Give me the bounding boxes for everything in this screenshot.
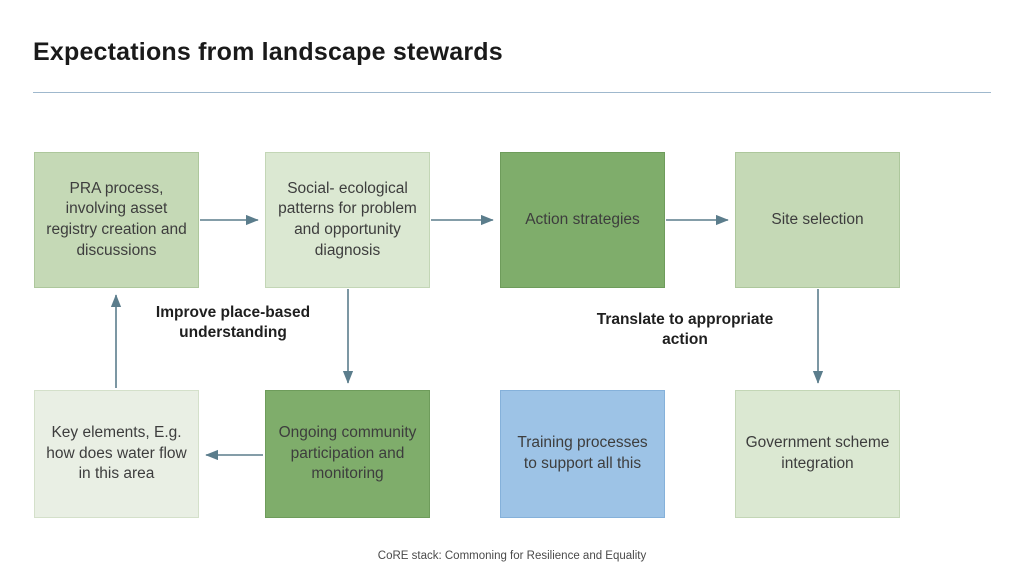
node-ongoing-community-participation-label: Ongoing community participation and moni… [278,424,417,483]
node-site-selection-label: Site selection [771,210,864,228]
node-key-elements: Key elements, E.g. how does water flow i… [34,390,199,518]
title-divider [33,92,991,93]
node-site-selection: Site selection [735,152,900,288]
label-improve-place-based-understanding: Improve place-based understanding [155,304,311,342]
label-translate-to-appropriate-action: Translate to appropriate action [596,311,774,349]
node-pra-process: PRA process, involving asset registry cr… [34,152,199,288]
node-action-strategies: Action strategies [500,152,665,288]
node-key-elements-label: Key elements, E.g. how does water flow i… [46,424,187,483]
node-government-scheme-integration-label: Government scheme integration [745,434,890,472]
node-social-ecological-patterns: Social- ecological patterns for problem … [265,152,430,288]
node-government-scheme-integration: Government scheme integration [735,390,900,518]
node-social-ecological-patterns-label: Social- ecological patterns for problem … [278,179,417,259]
node-pra-process-label: PRA process, involving asset registry cr… [46,179,187,259]
footer-caption: CoRE stack: Commoning for Resilience and… [377,550,647,562]
page-title: Expectations from landscape stewards [33,38,503,66]
node-training-processes-label: Training processes to support all this [517,434,648,472]
node-ongoing-community-participation: Ongoing community participation and moni… [265,390,430,518]
node-action-strategies-label: Action strategies [525,210,640,228]
node-training-processes: Training processes to support all this [500,390,665,518]
